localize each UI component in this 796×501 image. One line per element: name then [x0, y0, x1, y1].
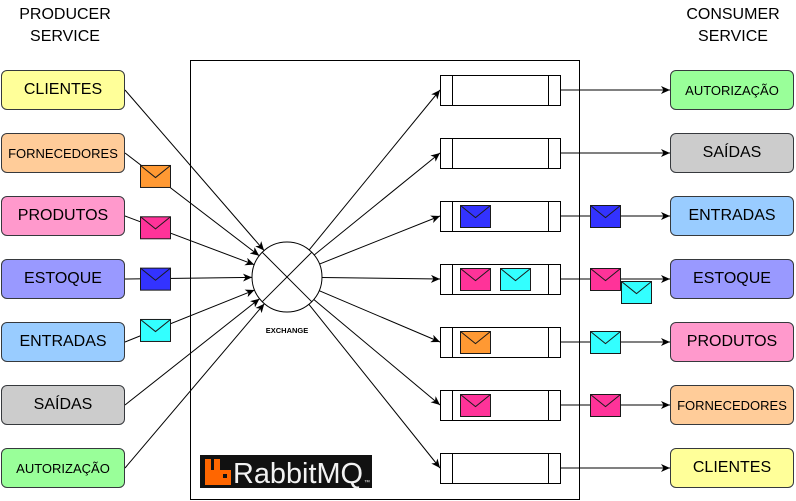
outgoing-message-envelope-icon	[140, 267, 171, 291]
exchange-to-queue-arrow	[308, 304, 441, 469]
envelope-flap	[590, 331, 621, 345]
queued-message-envelope-icon	[500, 268, 531, 291]
delivered-message-envelope-icon	[621, 281, 652, 304]
producer-box-fornecedores: FORNECEDORES	[1, 133, 125, 173]
exchange-label: EXCHANGE	[266, 326, 309, 335]
consumer-box-saidas: SAÍDAS	[670, 133, 794, 173]
queue	[440, 327, 561, 358]
queue	[440, 390, 561, 421]
producer-label: ENTRADAS	[19, 333, 107, 350]
producer-service-heading: PRODUCER SERVICE	[2, 4, 128, 48]
envelope-flap	[621, 281, 652, 295]
consumer-label: PRODUTOS	[686, 333, 778, 350]
producer-box-entradas: ENTRADAS	[1, 322, 125, 362]
exchange-to-queue-arrow	[321, 274, 441, 283]
consumer-box-estoque: ESTOQUE	[670, 259, 794, 299]
envelope-flap	[590, 205, 621, 219]
producer-box-saidas: SAÍDAS	[1, 385, 125, 425]
queued-message-envelope-icon	[460, 268, 491, 291]
consumer-label: AUTORIZAÇÃO	[685, 82, 779, 98]
envelope-flap	[140, 165, 171, 179]
queue-body	[440, 201, 561, 232]
queued-message-envelope-icon	[460, 394, 491, 417]
rabbitmq-logo-text: RabbitMQ	[233, 458, 363, 490]
consumer-label: ENTRADAS	[688, 207, 776, 224]
consumer-box-autorizacao: AUTORIZAÇÃO	[670, 70, 794, 110]
delivered-message-envelope-icon	[590, 268, 621, 291]
producer-box-clientes: CLIENTES	[1, 70, 125, 110]
producer-box-estoque: ESTOQUE	[1, 259, 125, 299]
queue-body	[440, 453, 561, 484]
envelope-flap	[590, 268, 621, 282]
queue	[440, 75, 561, 106]
consumer-label: FORNECEDORES	[677, 397, 787, 413]
envelope-flap	[590, 394, 621, 408]
exchange-to-queue-arrow	[313, 299, 441, 406]
exchange-to-queue-arrow	[308, 89, 441, 251]
consumer-label: CLIENTES	[692, 459, 772, 476]
envelope-flap	[460, 268, 491, 282]
envelope-flap	[140, 216, 171, 230]
rabbitmq-icon-hole	[223, 474, 227, 478]
envelope-flap	[460, 205, 491, 219]
queue-body	[440, 75, 561, 106]
rabbitmq-logo: RabbitMQ ™	[200, 455, 372, 490]
producer-box-produtos: PRODUTOS	[1, 196, 125, 236]
exchange-to-queue-arrow	[313, 152, 441, 256]
diagram-marks	[124, 75, 670, 484]
consumer-box-fornecedores: FORNECEDORES	[670, 385, 794, 425]
envelope-flap	[460, 331, 491, 345]
consumer-label: ESTOQUE	[693, 270, 771, 287]
producer-heading-line: SERVICE	[30, 28, 100, 45]
envelope-flap	[140, 319, 171, 333]
consumer-box-clientes: CLIENTES	[670, 448, 794, 488]
producer-to-exchange-arrow	[124, 303, 265, 469]
rabbitmq-icon	[205, 459, 231, 485]
consumer-heading-line: CONSUMER	[686, 6, 780, 23]
producer-heading-line: PRODUCER	[19, 6, 111, 23]
consumer-heading-line: SERVICE	[698, 28, 768, 45]
queue-body	[440, 390, 561, 421]
producer-label: SAÍDAS	[33, 396, 93, 413]
consumer-label: SAÍDAS	[702, 144, 762, 161]
envelope-flap	[500, 268, 531, 282]
queued-message-envelope-icon	[460, 331, 491, 354]
queue	[440, 201, 561, 232]
consumer-box-produtos: PRODUTOS	[670, 322, 794, 362]
exchange-to-queue-arrow	[319, 215, 441, 265]
queue-body	[440, 138, 561, 169]
outgoing-message-envelope-icon	[140, 216, 171, 240]
producer-label: FORNECEDORES	[8, 145, 118, 161]
rabbitmq-logo-trademark: ™	[364, 479, 370, 486]
outgoing-message-envelope-icon	[140, 318, 171, 342]
envelope-flap	[460, 394, 491, 408]
producer-box-autorizacao: AUTORIZAÇÃO	[1, 448, 125, 488]
delivered-message-envelope-icon	[590, 205, 621, 228]
outgoing-message-envelope-icon	[140, 164, 171, 188]
producer-label: CLIENTES	[23, 81, 103, 98]
consumer-service-heading: CONSUMER SERVICE	[670, 4, 796, 48]
consumer-box-entradas: ENTRADAS	[670, 196, 794, 236]
exchange-to-queue-arrow	[319, 290, 441, 343]
envelope-flap	[140, 267, 171, 281]
queue	[440, 453, 561, 484]
producer-to-exchange-arrow	[124, 298, 260, 406]
producer-label: AUTORIZAÇÃO	[16, 460, 110, 476]
producer-to-exchange-arrow	[124, 89, 265, 251]
delivered-message-envelope-icon	[590, 394, 621, 417]
queue	[440, 138, 561, 169]
queue-body	[440, 327, 561, 358]
producer-label: ESTOQUE	[24, 270, 102, 287]
queued-message-envelope-icon	[460, 205, 491, 228]
delivered-message-envelope-icon	[590, 331, 621, 354]
producer-label: PRODUTOS	[17, 207, 109, 224]
exchange: EXCHANGE	[251, 241, 323, 335]
exchange-cross-line	[261, 251, 313, 303]
